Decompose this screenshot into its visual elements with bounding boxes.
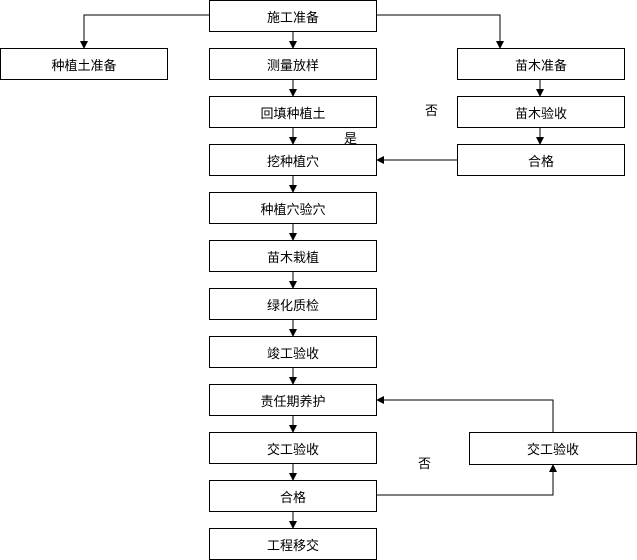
node-seedling-ok: 合格 xyxy=(457,144,625,176)
node-soil-prep: 种植土准备 xyxy=(0,48,168,80)
node-survey: 测量放样 xyxy=(209,48,377,80)
arrow-final-ok-to-right-inspect xyxy=(377,464,557,496)
node-dig: 挖种植穴 xyxy=(209,144,377,176)
node-final-ok: 合格 xyxy=(209,480,377,512)
node-green-qc: 绿化质检 xyxy=(209,288,377,320)
node-right-inspect: 交工验收 xyxy=(469,432,637,465)
node-handover-inspect: 交工验收 xyxy=(209,432,377,464)
node-pit-inspect: 种植穴验穴 xyxy=(209,192,377,224)
node-transfer: 工程移交 xyxy=(209,528,377,560)
arrow-right-inspect-to-maint xyxy=(376,396,554,432)
node-maintenance: 责任期养护 xyxy=(209,384,377,416)
arrow-prep-to-soil xyxy=(80,14,209,49)
label-yes: 是 xyxy=(344,132,358,147)
node-planting: 苗木栽植 xyxy=(209,240,377,272)
node-backfill: 回填种植土 xyxy=(209,96,377,128)
arrow-prep-to-seedling xyxy=(376,14,504,49)
label-no-top: 否 xyxy=(425,104,439,119)
label-no-bottom: 否 xyxy=(418,457,432,472)
node-completion: 竣工验收 xyxy=(209,336,377,368)
node-prep: 施工准备 xyxy=(209,0,377,32)
node-seedling-prep: 苗木准备 xyxy=(457,48,625,80)
node-seedling-inspect: 苗木验收 xyxy=(457,96,625,128)
